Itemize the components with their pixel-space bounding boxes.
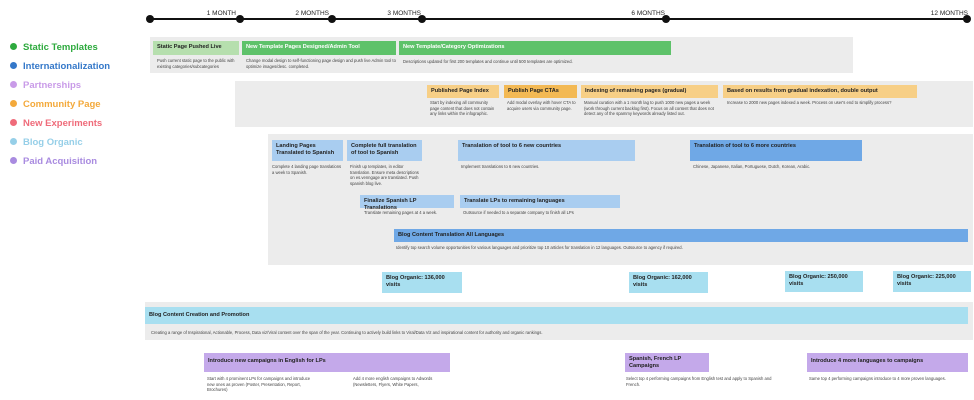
timeline-marker-12-months	[963, 15, 971, 23]
blog-translation-all-languages-card[interactable]: Blog Content Translation All Languages	[394, 229, 968, 242]
timeline-axis	[150, 18, 968, 20]
legend-label: Paid Acquisition	[23, 156, 98, 167]
timeline-label-1-month: 1 MONTH	[206, 10, 236, 17]
legend-item-community-page: Community Page	[10, 99, 101, 110]
legend-dot	[10, 100, 17, 107]
legend-label: Static Templates	[23, 42, 98, 53]
landing-pages-spanish-card[interactable]: Landing Pages Translated to Spanish	[272, 140, 343, 161]
timeline-marker-2-months	[328, 15, 336, 23]
timeline-label-3-months: 3 MONTHS	[387, 10, 421, 17]
timeline-label-2-months: 2 MONTHS	[295, 10, 329, 17]
finalize-spanish-lp-card[interactable]: Finalize Spanish LP Translations	[360, 195, 454, 211]
legend-label: Partnerships	[23, 80, 82, 91]
legend-item-paid-acquisition: Paid Acquisition	[10, 156, 97, 167]
publish-page-ctas-desc: Add modal overlay with hover CTA to acqu…	[507, 100, 576, 111]
legend-dot	[10, 43, 17, 50]
legend-item-internationalization: Internationalization	[10, 61, 110, 72]
timeline-marker-6-months	[662, 15, 670, 23]
full-translation-spanish-card[interactable]: Complete full translation of tool to Spa…	[347, 140, 422, 161]
indexing-remaining-pages-desc: Manual curation with a 1 month lag to pu…	[584, 100, 714, 117]
english-campaigns-card[interactable]: Introduce new campaigns in English for L…	[204, 353, 450, 372]
spanish-french-campaigns-card[interactable]: Spanish, French LP Campaigns	[625, 353, 709, 372]
full-translation-spanish-desc: Finish up templates, in editor translati…	[350, 164, 419, 187]
translation-6-more-countries-desc: Chinese, Japanese, Italian, Portuguese, …	[693, 164, 811, 169]
double-output-desc: Increase to 2000 new pages indexed a wee…	[727, 100, 892, 105]
timeline-marker-3-months	[418, 15, 426, 23]
translation-6-new-countries-card[interactable]: Translation of tool to 6 new countries	[458, 140, 635, 161]
published-page-index-card[interactable]: Published Page Index	[427, 85, 499, 98]
double-output-card[interactable]: Based on results from gradual indexation…	[723, 85, 917, 98]
blog-organic-milestone-1[interactable]: Blog Organic: 136,000 visits	[382, 272, 462, 293]
translation-6-more-countries-card[interactable]: Translation of tool to 6 more countries	[690, 140, 862, 161]
english-campaigns-desc: Start with 4 prominent LPs for campaigns…	[207, 376, 311, 393]
blog-content-creation-card[interactable]: Blog Content Creation and Promotion	[145, 307, 968, 324]
template-optimizations-desc: Descriptions updated for first 200 templ…	[403, 59, 573, 64]
legend-label: Blog Organic	[23, 137, 83, 148]
template-optimizations-card[interactable]: New Template/Category Optimizations	[399, 41, 671, 55]
legend-item-partnerships: Partnerships	[10, 80, 81, 91]
legend-item-blog-organic: Blog Organic	[10, 137, 83, 148]
legend-item-new-experiments: New Experiments	[10, 118, 102, 129]
timeline-marker-1-month	[236, 15, 244, 23]
legend-dot	[10, 157, 17, 164]
english-campaigns-desc-2: Add 4 more english campaigns to Adwords …	[353, 376, 433, 387]
timeline-label-6-months: 6 MONTHS	[631, 10, 665, 17]
indexing-remaining-pages-card[interactable]: Indexing of remaining pages (gradual)	[581, 85, 718, 98]
legend-dot	[10, 62, 17, 69]
blog-translation-all-languages-desc: Identify top search volume opportunities…	[396, 245, 683, 250]
legend-item-static-templates: Static Templates	[10, 42, 98, 53]
blog-organic-milestone-4[interactable]: Blog Organic: 225,000 visits	[893, 271, 971, 292]
timeline-label-12-months: 12 MONTHS	[930, 10, 968, 17]
finalize-spanish-lp-desc: Translate remaining pages at 4 a week.	[364, 210, 438, 215]
blog-content-creation-desc: Creating a range of Inspirational, Actio…	[151, 330, 543, 335]
blog-organic-milestone-2[interactable]: Blog Organic: 162,000 visits	[629, 272, 708, 293]
four-more-languages-card[interactable]: Introduce 4 more languages to campaigns	[807, 353, 968, 372]
legend-dot	[10, 81, 17, 88]
legend-dot	[10, 119, 17, 126]
legend-dot	[10, 138, 17, 145]
timeline-start-marker	[146, 15, 154, 23]
new-template-pages-desc: Change modal design to self-functioning …	[246, 58, 396, 69]
translate-lps-remaining-card[interactable]: Translate LPs to remaining languages	[460, 195, 620, 208]
legend-label: Internationalization	[23, 61, 111, 72]
new-template-pages-card[interactable]: New Template Pages Designed/Admin Tool	[242, 41, 396, 55]
blog-organic-milestone-3[interactable]: Blog Organic: 250,000 visits	[785, 271, 863, 292]
four-more-languages-desc: Same top 4 performing campaigns introduc…	[809, 376, 946, 381]
spanish-french-campaigns-desc: Select top 4 performing campaigns from E…	[626, 376, 772, 387]
translation-6-new-countries-desc: Implement translations to 6 new countrie…	[461, 164, 540, 169]
publish-page-ctas-card[interactable]: Publish Page CTAs	[504, 85, 577, 98]
translate-lps-remaining-desc: Outsource if needed to a separate compan…	[463, 210, 574, 215]
legend-label: Community Page	[23, 99, 101, 110]
published-page-index-desc: Start by indexing all community page con…	[430, 100, 495, 117]
landing-pages-spanish-desc: Complete 4 landing page translations a w…	[272, 164, 342, 175]
static-page-pushed-card[interactable]: Static Page Pushed Live	[153, 41, 239, 55]
legend-label: New Experiments	[23, 118, 103, 129]
static-page-pushed-desc: Push current static page to the public w…	[157, 58, 235, 69]
